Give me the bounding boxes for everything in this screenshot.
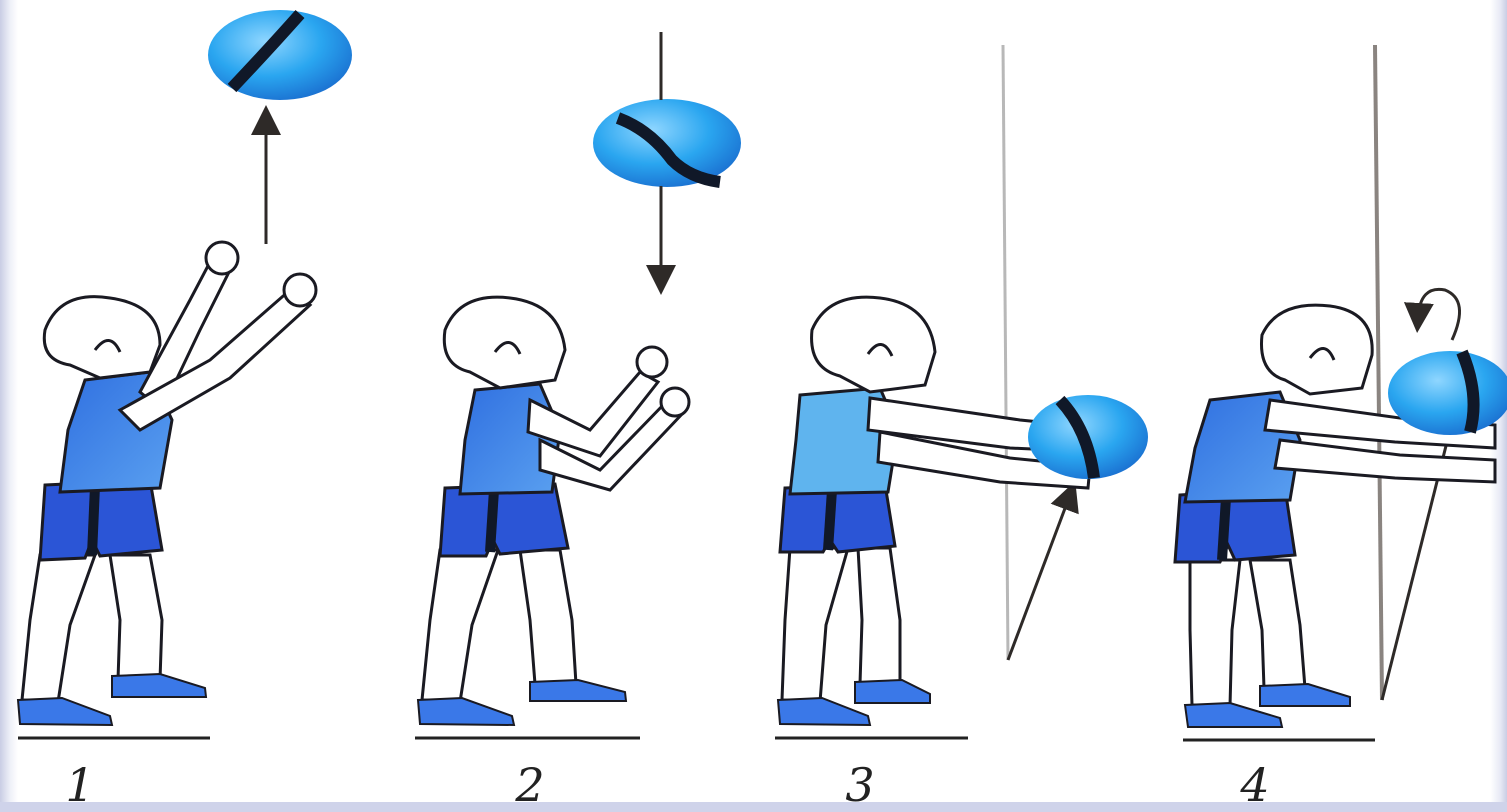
- legs-3: [782, 548, 900, 702]
- figure-number-3: 3: [820, 762, 900, 808]
- shoe-1b: [112, 674, 206, 697]
- legs-2: [422, 550, 576, 702]
- figure-number-4: 4: [1215, 762, 1295, 808]
- wall-4: [1375, 45, 1382, 700]
- head-3: [812, 297, 935, 392]
- figure-4: [1175, 45, 1507, 740]
- shoe-1a: [18, 698, 112, 725]
- head-4: [1261, 305, 1372, 394]
- figure-1: [18, 10, 352, 738]
- wall-3: [1003, 45, 1008, 660]
- ball-2: [593, 99, 741, 187]
- figure-number-2: 2: [490, 762, 570, 808]
- ball-3: [1028, 395, 1148, 479]
- shoe-2a: [418, 698, 514, 725]
- ball-1: [208, 10, 352, 100]
- shoe-3b: [855, 680, 930, 703]
- head-2: [444, 297, 565, 388]
- head-1: [44, 297, 160, 378]
- shoe-2b: [530, 680, 626, 701]
- ball-4: [1388, 351, 1507, 435]
- shorts-1: [40, 480, 162, 560]
- trajectory-3: [1008, 495, 1070, 660]
- bounce-arrow: [1418, 289, 1460, 340]
- figure-number-1: 1: [40, 762, 120, 808]
- figure-2: [415, 32, 741, 738]
- shoe-4b: [1260, 684, 1350, 706]
- figure-3: [775, 45, 1148, 738]
